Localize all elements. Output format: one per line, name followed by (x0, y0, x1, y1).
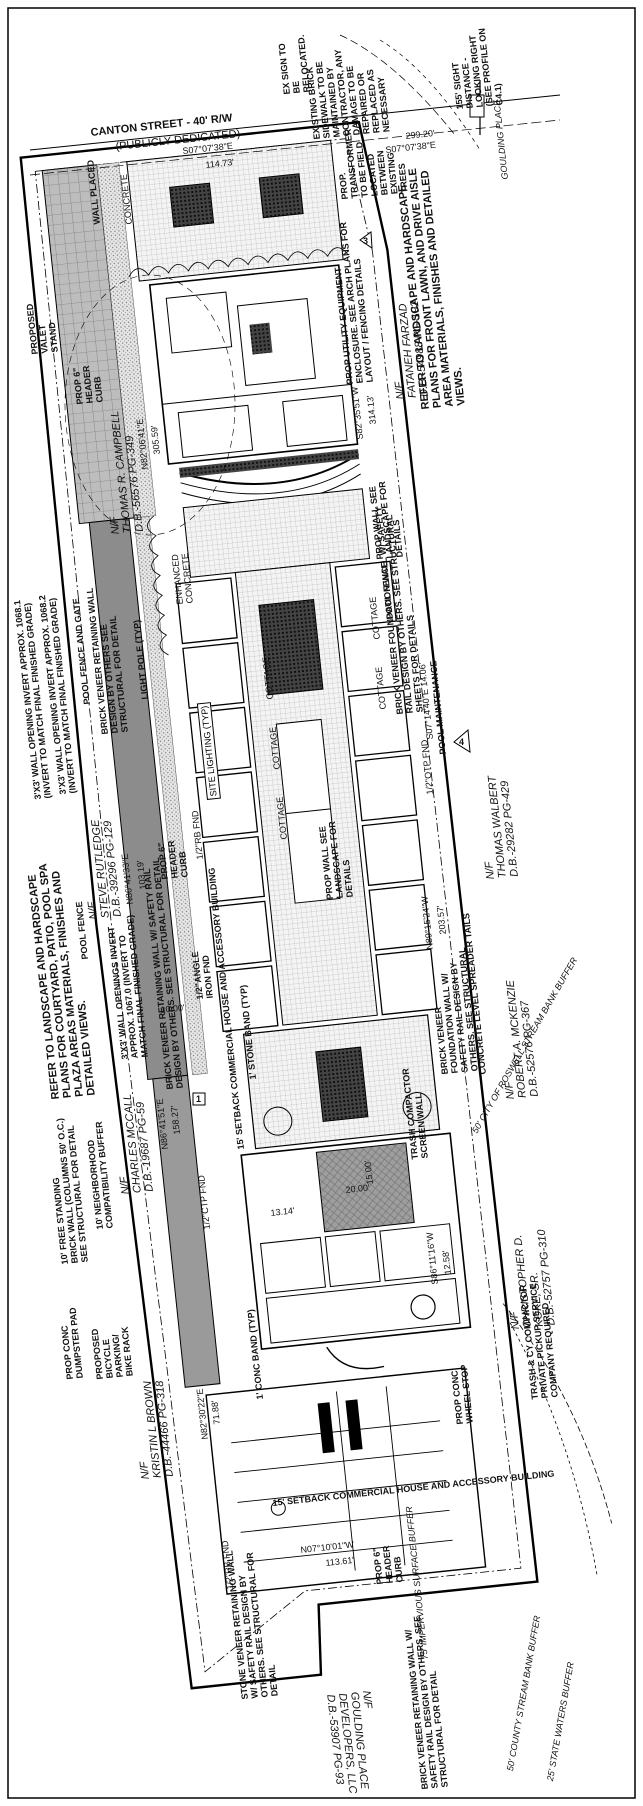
accessible-stalls (317, 1402, 335, 1454)
sheet-border (7, 7, 636, 1799)
cottages-right (334, 560, 438, 1016)
property-boundary (19, 120, 539, 1690)
header-curb-3-label: PROP 6" HEADER CURB (371, 1545, 405, 1585)
lower-roof-hatch (315, 1142, 415, 1233)
courtyard-lawn-1 (258, 599, 324, 696)
keynote-box-1 (192, 1092, 206, 1106)
header-curb-label: PROP 6" HEADER CURB (71, 365, 105, 405)
sight-distance-label: 155' SIGHT DISTANCE - LOOKING RIGHT (SEE… (450, 27, 505, 110)
keynote-triangle-3 (359, 231, 373, 249)
keynote-3-label: 3 (363, 236, 369, 246)
gravel-strip-upper (96, 162, 157, 519)
plan-body (19, 120, 613, 1690)
clubhouse (148, 264, 359, 465)
spa-pool (315, 1046, 369, 1122)
valet-stand-label: PROPOSED VALET STAND (24, 303, 60, 355)
keynote-triangle-4 (453, 728, 471, 753)
setback-line (34, 138, 522, 1673)
keynote-1-label: 1 (196, 1094, 202, 1104)
parking-symbol (270, 1500, 286, 1516)
drive-aisle-lower (152, 1074, 221, 1388)
pool-deck (182, 488, 371, 578)
keynote-4-label: 4 (459, 737, 465, 747)
bicycle-parking-label: PROPOSED BICYCLE PARKING/ BIKE RACK (89, 1326, 135, 1380)
